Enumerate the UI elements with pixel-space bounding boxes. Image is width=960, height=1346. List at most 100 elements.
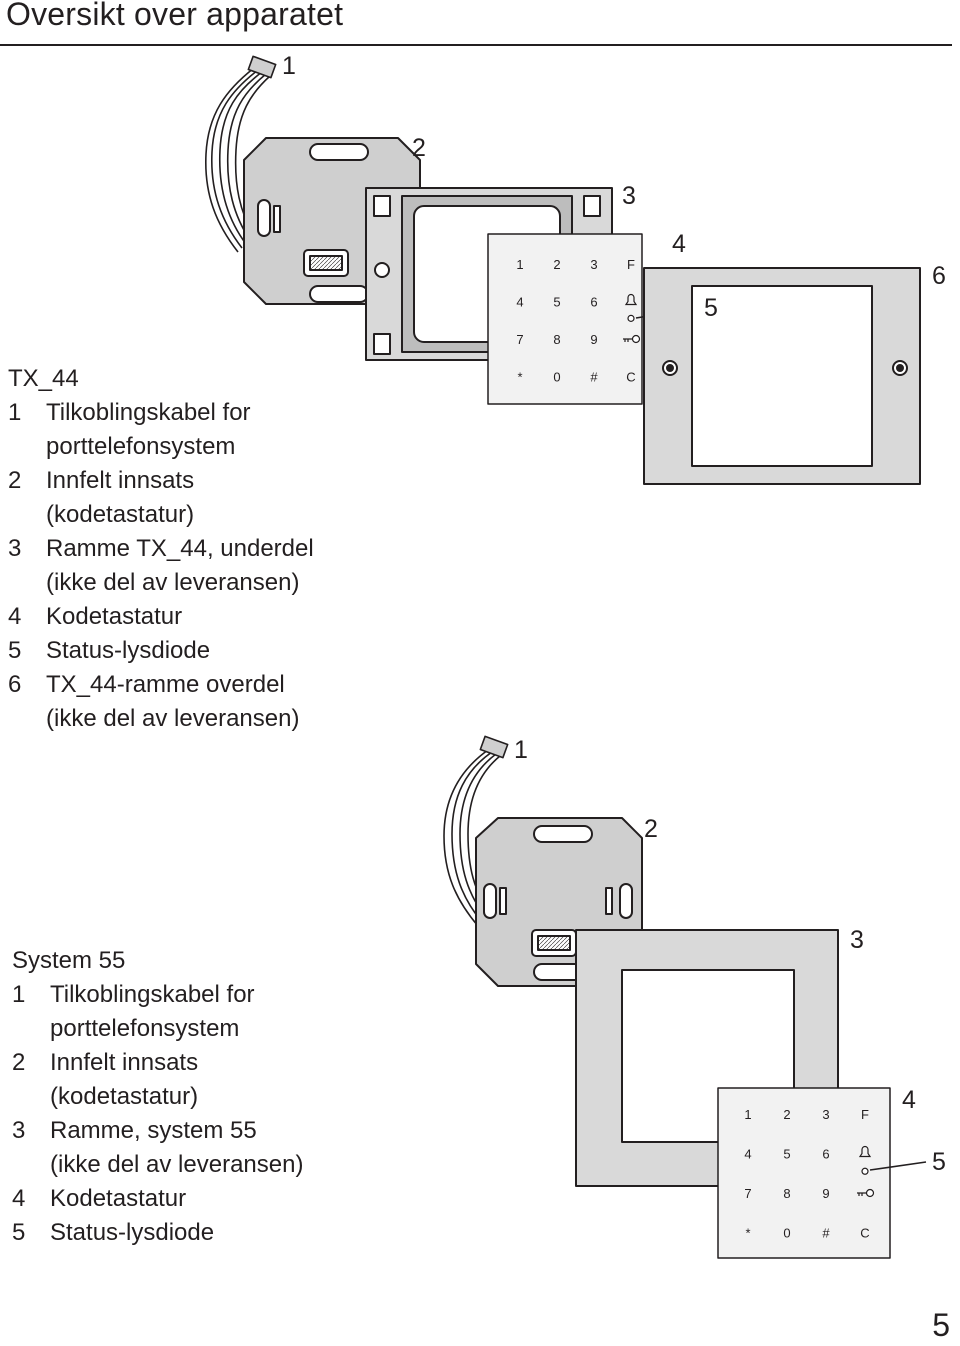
cable-icon (443, 735, 509, 927)
callout-sys55-2: 2 (644, 815, 658, 843)
legend-number: 4 (8, 603, 22, 630)
callout-tx44-1: 1 (282, 52, 296, 80)
keypad-key: 9 (590, 332, 597, 347)
bell-icon (858, 1145, 872, 1158)
legend-text: Tilkoblingskabel for (50, 981, 255, 1008)
callout-tx44-2: 2 (412, 134, 426, 162)
tx44-legend-item: 2 Innfelt innsats (kodetastatur) (8, 464, 314, 532)
keypad-key: # (590, 370, 598, 385)
legend-text: TX_44-ramme overdel (46, 671, 285, 698)
keypad-key: 9 (822, 1186, 829, 1201)
legend-text: Kodetastatur (46, 603, 183, 630)
legend-text: Ramme TX_44, underdel (46, 535, 314, 562)
key-icon-ring (631, 334, 641, 344)
keypad-key: 6 (822, 1147, 829, 1162)
legend-text: Tilkoblingskabel for (46, 399, 251, 426)
key-icon (857, 1192, 867, 1196)
legend-number: 3 (12, 1117, 26, 1144)
legend-number: 1 (8, 399, 22, 426)
legend-text: Status-lysdiode (50, 1219, 215, 1246)
legend-text: (ikke del av leveransen) (46, 569, 300, 596)
page-title: Oversikt over apparatet (6, 0, 344, 32)
keypad-key: * (517, 370, 522, 385)
legend-number: 2 (12, 1049, 26, 1076)
keypad-key: 5 (553, 295, 560, 310)
callout-sys55-4: 4 (902, 1086, 916, 1114)
callout-tx44-3: 3 (622, 182, 636, 210)
keypad-key: 6 (590, 295, 597, 310)
legend-text: porttelefonsystem (50, 1015, 240, 1042)
legend-number: 6 (8, 671, 22, 698)
keypad-key: C (860, 1226, 869, 1241)
legend-text: porttelefonsystem (46, 433, 236, 460)
status-led-icon (627, 314, 635, 322)
system55-legend-item: 3 Ramme, system 55 (ikke del av leveransen… (12, 1114, 303, 1182)
tx44-legend-item: 3 Ramme TX_44, underdel (ikke del av lever… (8, 532, 314, 600)
frame-top-part (643, 267, 921, 485)
callout-sys55-5: 5 (932, 1148, 946, 1176)
legend-text: Status-lysdiode (46, 637, 211, 664)
system55-legend-item: 1 Tilkoblingskabel for porttelefonsystem (12, 978, 303, 1046)
tx44-heading: TX_44 (8, 365, 79, 392)
legend-number: 1 (12, 981, 26, 1008)
system55-heading: System 55 (12, 947, 126, 974)
keypad-key: F (861, 1107, 869, 1122)
callout-tx44-4: 4 (672, 230, 686, 258)
keypad-key: 5 (783, 1147, 790, 1162)
keypad-key: 0 (553, 370, 560, 385)
tx44-legend-item: 5 Status-lysdiode (8, 634, 314, 668)
legend-text: (kodetastatur) (50, 1083, 199, 1110)
system55-keypad (717, 1087, 891, 1259)
system55-legend-item: 4 Kodetastatur (12, 1182, 303, 1216)
system55-illustration (443, 735, 927, 1259)
callout-tx44-5: 5 (704, 294, 718, 322)
legend-text: Kodetastatur (50, 1185, 187, 1212)
tx44-legend: TX_44 1 Tilkoblingskabel for porttelefonsy… (8, 362, 314, 736)
bell-icon (624, 293, 638, 306)
callout-sys55-1: 1 (514, 736, 528, 764)
keypad-key: 7 (516, 332, 523, 347)
legend-text: (ikke del av leveransen) (46, 705, 300, 732)
keypad-key: 8 (553, 332, 560, 347)
keypad-key: 3 (590, 257, 597, 272)
title-divider (0, 44, 952, 46)
legend-number: 5 (8, 637, 22, 664)
keypad-key: F (627, 257, 635, 272)
keypad-key: # (822, 1226, 830, 1241)
callout-tx44-6: 6 (932, 262, 946, 290)
legend-number: 3 (8, 535, 22, 562)
tx44-legend-item: 4 Kodetastatur (8, 600, 314, 634)
cable-icon (204, 55, 277, 253)
keypad-key: 2 (783, 1107, 790, 1122)
keypad-key: 1 (744, 1107, 751, 1122)
tx44-legend-item: 6 TX_44-ramme overdel (ikke del av leveran… (8, 668, 314, 736)
keypad-key: 3 (822, 1107, 829, 1122)
keypad-key: 1 (516, 257, 523, 272)
keypad-key: 4 (516, 295, 523, 310)
legend-text: Innfelt innsats (46, 467, 195, 494)
legend-text: Innfelt innsats (50, 1049, 199, 1076)
keypad-key: 0 (783, 1226, 790, 1241)
system55-legend: System 55 1 Tilkoblingskabel for porttelef… (12, 944, 303, 1250)
legend-text: (ikke del av leveransen) (50, 1151, 304, 1178)
key-icon-ring (865, 1188, 875, 1198)
keypad-key: 2 (553, 257, 560, 272)
legend-text: (kodetastatur) (46, 501, 195, 528)
status-led-icon (861, 1167, 869, 1175)
tx44-keypad (487, 233, 643, 405)
legend-text: Ramme, system 55 (50, 1117, 257, 1144)
tx44-keypad-keys: 1 2 3 F 4 5 6 7 8 9 * 0 # C (516, 257, 641, 385)
tx44-legend-item: 1 Tilkoblingskabel for porttelefonsystem (8, 396, 314, 464)
tx44-illustration (204, 55, 921, 485)
callout-sys55-3: 3 (850, 926, 864, 954)
keypad-key: C (626, 370, 635, 385)
keypad-key: 7 (744, 1186, 751, 1201)
keypad-key: * (745, 1226, 750, 1241)
key-icon (623, 338, 633, 342)
legend-number: 2 (8, 467, 22, 494)
page-number: 5 (932, 1307, 950, 1343)
legend-number: 4 (12, 1185, 26, 1212)
